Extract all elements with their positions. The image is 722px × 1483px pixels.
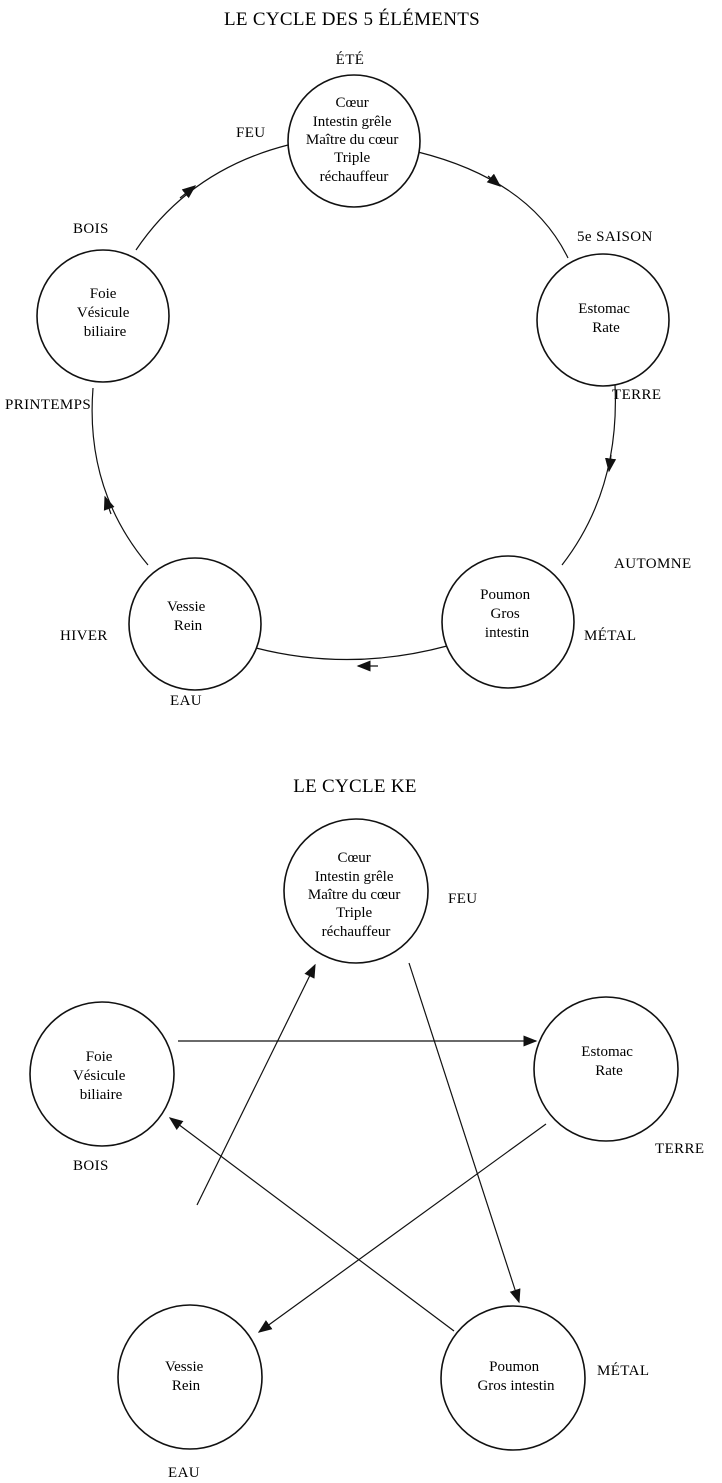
node-line: Vessie xyxy=(165,1359,204,1375)
node-line: Estomac xyxy=(578,301,630,317)
cycle-ke: LE CYCLE KE Cœur Intestin grêle Maître d… xyxy=(29,776,705,1481)
svg-text:Vessie Rein: Vessie Rein xyxy=(167,599,209,634)
node-line: Intestin grêle xyxy=(315,869,394,885)
node-line: Triple xyxy=(336,905,372,921)
node-line: Foie xyxy=(86,1049,113,1065)
node-feu: Cœur Intestin grêle Maître du cœur Tripl… xyxy=(283,818,429,964)
node-line: biliaire xyxy=(84,324,127,340)
label-metal: MÉTAL xyxy=(584,627,636,644)
label-terre: TERRE xyxy=(655,1141,705,1157)
node-line: Maître du cœur xyxy=(308,887,400,903)
node-line: Cœur xyxy=(337,850,370,866)
node-line: Poumon xyxy=(489,1359,540,1375)
svg-text:Vessie Rein: Vessie Rein xyxy=(165,1359,207,1394)
node-line: Cœur xyxy=(335,95,368,111)
node-line: Rein xyxy=(174,618,203,634)
node-eau: Vessie Rein xyxy=(128,557,262,691)
node-metal: Poumon Gros intestin xyxy=(440,1305,586,1451)
label-bois: BOIS xyxy=(73,221,109,237)
node-bois: Foie Vésicule biliaire xyxy=(29,1001,175,1147)
node-line: Foie xyxy=(90,286,117,302)
edge-terre-metal xyxy=(561,384,616,566)
arrow-eau-bois xyxy=(103,495,115,515)
label-feu: FEU xyxy=(236,125,266,141)
edge-terre-eau xyxy=(257,1123,547,1333)
arrow-feu-terre xyxy=(486,173,502,187)
node-line: Estomac xyxy=(581,1044,633,1060)
node-line: Maître du cœur xyxy=(306,132,398,148)
label-feu: FEU xyxy=(448,891,478,907)
svg-text:Foie Vésicule: Foie Vésicule biliaire xyxy=(73,1049,129,1103)
node-line: Gros intestin xyxy=(477,1378,555,1394)
edge-feu-metal xyxy=(408,962,521,1304)
edge-feu-terre-upper xyxy=(417,151,569,259)
node-eau: Vessie Rein xyxy=(117,1304,263,1450)
svg-text:Estomac Rate: Estomac Rate xyxy=(581,1044,636,1079)
label-terre: TERRE xyxy=(612,387,662,403)
node-line: réchauffeur xyxy=(322,924,391,940)
node-line: Vessie xyxy=(167,599,206,615)
diagram-title: LE CYCLE DES 5 ÉLÉMENTS xyxy=(224,8,480,30)
label-metal: MÉTAL xyxy=(597,1362,649,1379)
node-circle xyxy=(128,557,262,691)
svg-text:Foie Vésicule: Foie Vésicule biliaire xyxy=(77,286,133,340)
node-line: Gros xyxy=(491,606,520,622)
svg-text:Estomac Rate: Estomac Rate xyxy=(578,301,633,336)
label-printemps: PRINTEMPS xyxy=(5,397,91,413)
node-circle xyxy=(283,818,429,964)
svg-text:Cœur Intestin grêle: Cœur Intestin grêle Maître du cœur Tripl… xyxy=(306,95,402,185)
node-circle xyxy=(117,1304,263,1450)
edge-eau-feu xyxy=(196,963,316,1206)
label-bois: BOIS xyxy=(73,1158,109,1174)
node-line: Triple xyxy=(334,150,370,166)
node-circle xyxy=(533,996,679,1142)
edge-bois-feu xyxy=(135,144,289,251)
node-line: réchauffeur xyxy=(320,169,389,185)
svg-text:Cœur Intestin grêle: Cœur Intestin grêle Maître du cœur Tripl… xyxy=(308,850,404,940)
node-circle xyxy=(29,1001,175,1147)
node-circle xyxy=(536,253,670,387)
node-terre: Estomac Rate xyxy=(536,253,670,387)
node-line: Vésicule xyxy=(73,1068,126,1084)
node-line: Rate xyxy=(595,1063,623,1079)
node-line: Rate xyxy=(592,320,620,336)
node-line: Vésicule xyxy=(77,305,130,321)
node-line: Intestin grêle xyxy=(313,114,392,130)
label-eau: EAU xyxy=(170,693,202,709)
svg-text:Poumon Gros intestin: Poumon Gros intestin xyxy=(477,1359,555,1394)
node-line: Rein xyxy=(172,1378,201,1394)
diagram-title: LE CYCLE KE xyxy=(293,776,417,797)
node-feu: Cœur Intestin grêle Maître du cœur Tripl… xyxy=(287,74,421,208)
cycle-5-elements: LE CYCLE DES 5 ÉLÉMENTS Cœur Intestin gr… xyxy=(5,8,692,709)
node-circle xyxy=(287,74,421,208)
edge-eau-bois xyxy=(91,387,149,566)
node-terre: Estomac Rate xyxy=(533,996,679,1142)
label-5e-saison: 5e SAISON xyxy=(577,229,653,245)
node-bois: Foie Vésicule biliaire xyxy=(36,249,170,383)
node-circle xyxy=(441,555,575,689)
node-line: biliaire xyxy=(80,1087,123,1103)
node-circle xyxy=(36,249,170,383)
label-ete: ÉTÉ xyxy=(336,51,365,68)
node-line: Poumon xyxy=(480,587,531,603)
label-eau: EAU xyxy=(168,1465,200,1481)
edge-metal-eau xyxy=(255,645,448,661)
label-hiver: HIVER xyxy=(60,628,108,644)
label-automne: AUTOMNE xyxy=(614,556,692,572)
arrow-bois-feu xyxy=(179,185,197,199)
svg-text:Poumon Gros in: Poumon Gros intestin xyxy=(480,587,534,641)
node-line: intestin xyxy=(485,625,530,641)
edge-metal-bois xyxy=(168,1117,455,1332)
node-metal: Poumon Gros intestin xyxy=(441,555,575,689)
arrow-terre-metal xyxy=(605,454,617,473)
node-circle xyxy=(440,1305,586,1451)
